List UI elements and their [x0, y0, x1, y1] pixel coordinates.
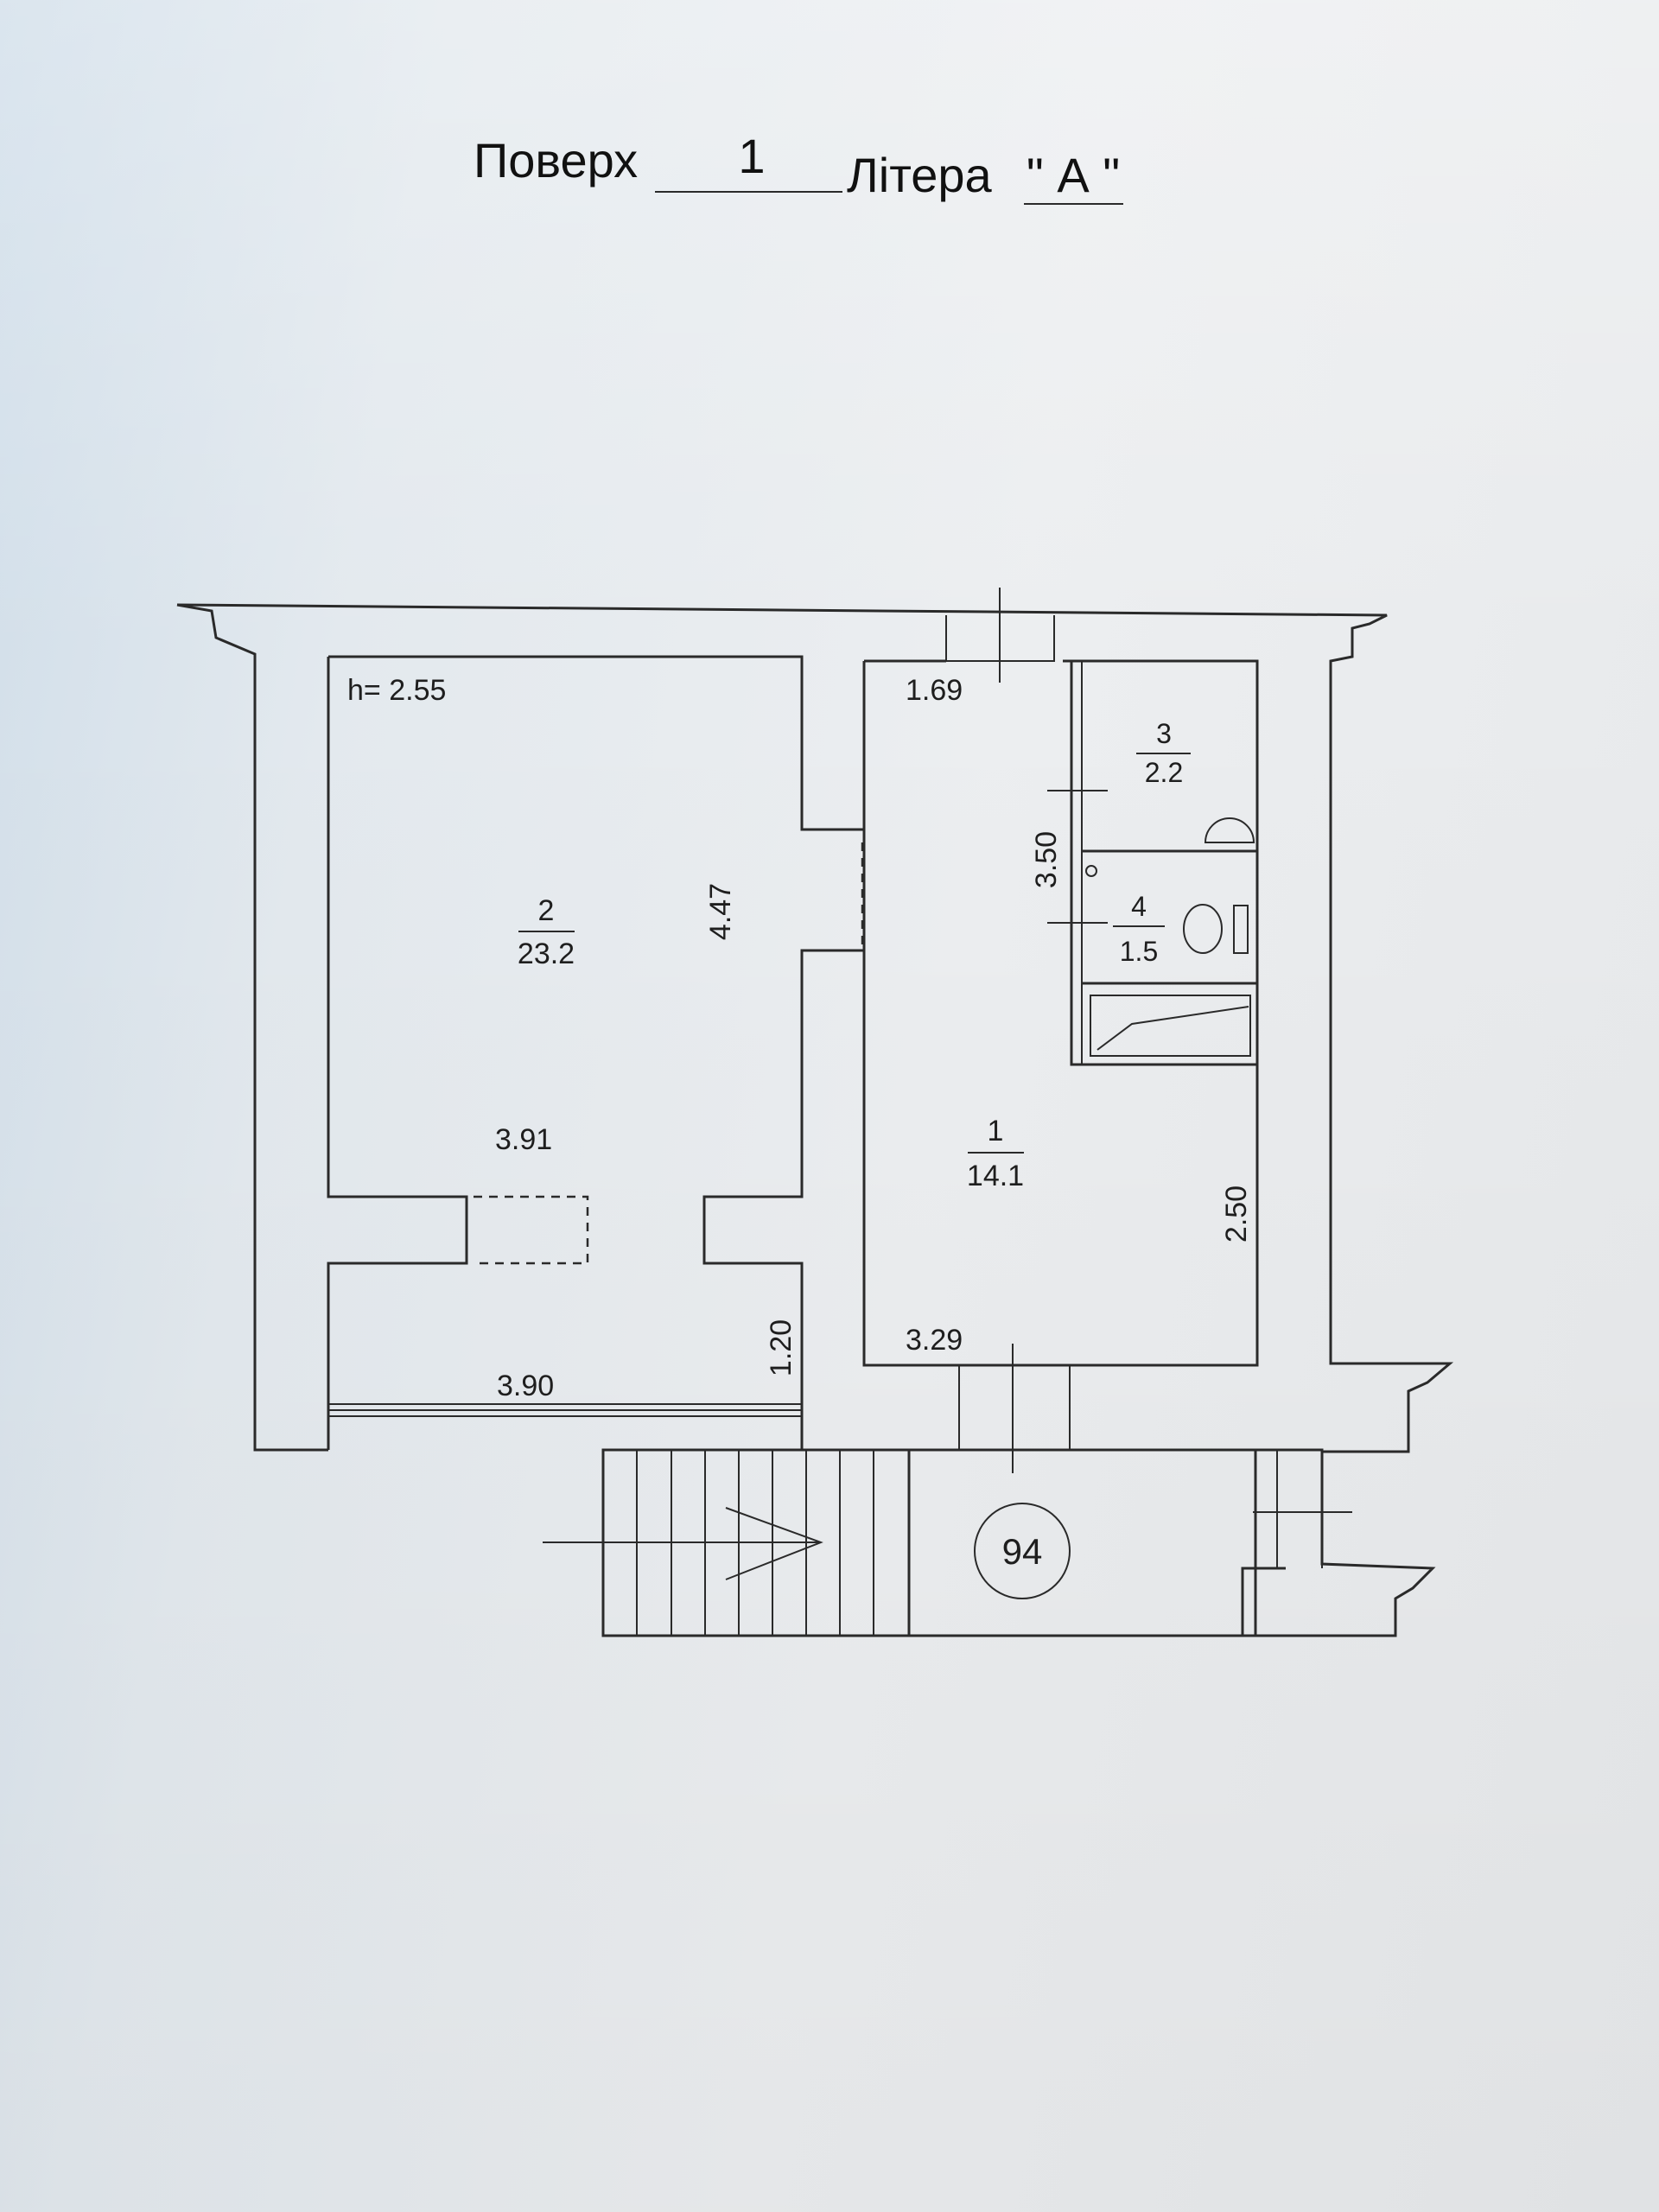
- building-number-circle: [974, 1503, 1071, 1599]
- room-3-number: 3: [1156, 718, 1172, 749]
- dimension-3-50: 3.50: [1030, 831, 1063, 888]
- room-3-area: 2.2: [1145, 757, 1183, 788]
- toilet-icon: [1183, 904, 1223, 954]
- dimension-4-47: 4.47: [704, 883, 737, 940]
- room-2: [327, 655, 864, 1450]
- room-2-area: 23.2: [518, 938, 575, 970]
- dimension-3-91: 3.91: [495, 1123, 552, 1156]
- floor-label: Поверх: [474, 133, 638, 188]
- letter-value: " А ": [1027, 148, 1120, 202]
- room-4-area: 1.5: [1120, 936, 1158, 967]
- dimension-2-50: 2.50: [1220, 1185, 1253, 1243]
- dimension-3-90: 3.90: [497, 1370, 554, 1402]
- room-1-area: 14.1: [967, 1160, 1024, 1192]
- stairs: [543, 1448, 1436, 1637]
- room-4-number: 4: [1131, 891, 1147, 922]
- dimension-1-69: 1.69: [906, 674, 963, 707]
- sink-icon: [1204, 817, 1255, 843]
- header: Поверх 1 Літера " А ": [474, 129, 1123, 205]
- labels: h= 2.55 2 23.2 1 14.1 3 2.2 4 1.5 1.69 4…: [347, 674, 1253, 1572]
- bathtub-icon: [1090, 995, 1251, 1057]
- room-1-number: 1: [988, 1115, 1004, 1147]
- letter-label: Літера: [847, 148, 993, 202]
- dimension-3-29: 3.29: [906, 1324, 963, 1357]
- dimension-1-20: 1.20: [765, 1319, 798, 1376]
- building-number: 94: [1002, 1531, 1043, 1572]
- ceiling-height: h= 2.55: [347, 674, 446, 707]
- floor-value: 1: [738, 129, 765, 183]
- outer-walls: [176, 588, 1454, 1453]
- room-1: [862, 659, 1259, 1473]
- room-2-number: 2: [538, 894, 555, 927]
